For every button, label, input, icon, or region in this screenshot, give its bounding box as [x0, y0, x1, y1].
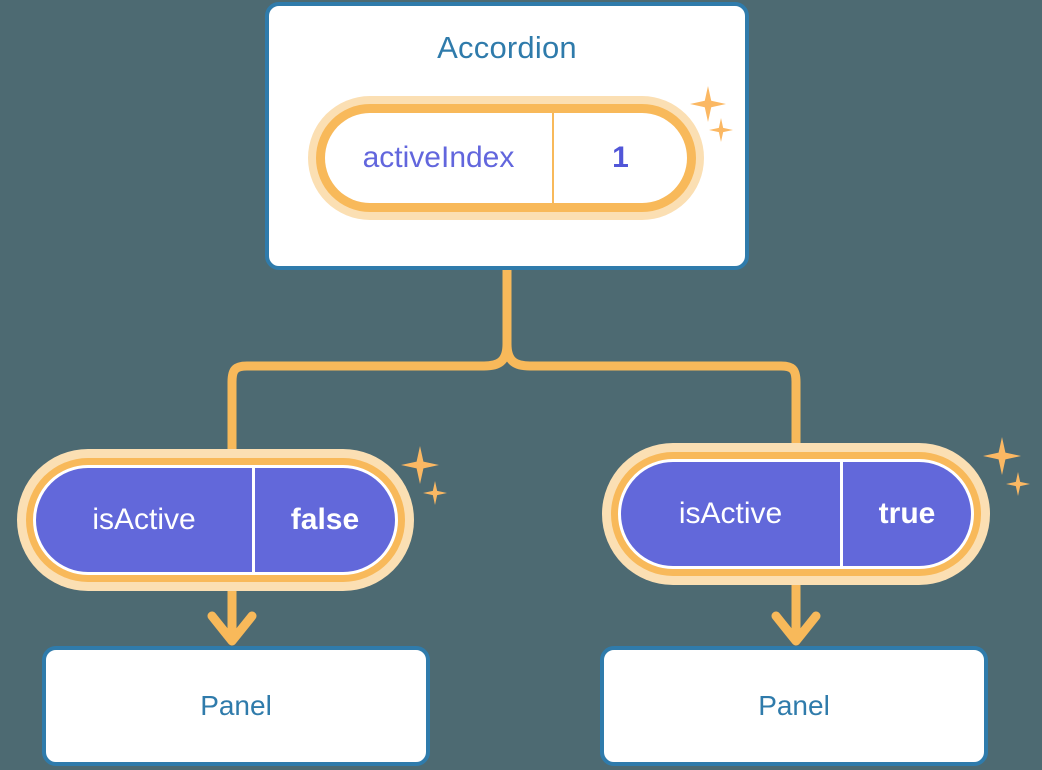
panel-title: Panel — [200, 690, 272, 721]
prop-pill-isactive-false[interactable]: isActive false — [17, 449, 414, 591]
pill-key: activeIndex — [325, 113, 554, 203]
prop-pill-isactive-true[interactable]: isActive true — [602, 443, 990, 585]
pill-key: isActive — [36, 468, 255, 572]
state-pill-activeindex[interactable]: activeIndex 1 — [308, 96, 704, 220]
pill-value: false — [290, 503, 360, 536]
panel-card-left[interactable]: Panel — [42, 646, 430, 766]
pill-body: isActive false — [33, 465, 398, 575]
pill-value: 1 — [612, 141, 629, 174]
panel-title: Panel — [758, 690, 830, 721]
pill-key: isActive — [621, 462, 843, 566]
pill-body: activeIndex 1 — [325, 113, 687, 203]
pill-value: true — [878, 497, 936, 530]
pill-body: isActive true — [618, 459, 974, 569]
panel-card-right[interactable]: Panel — [600, 646, 988, 766]
accordion-title: Accordion — [437, 30, 577, 65]
